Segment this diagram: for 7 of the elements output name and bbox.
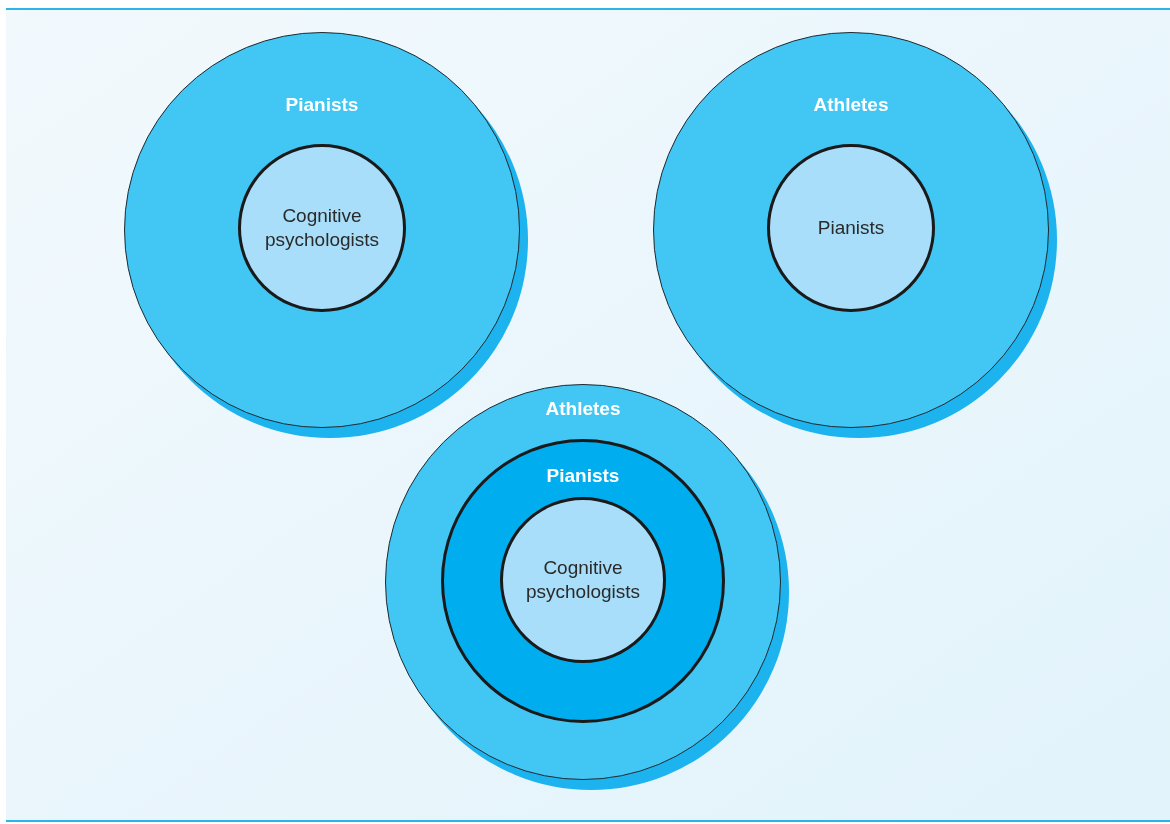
circle-label: Cognitive psychologists [524,556,642,604]
circle-label: Athletes [544,397,622,421]
circle-label: Pianists [545,464,621,488]
circle-label: Pianists [284,93,360,117]
circle-label: Pianists [816,216,886,240]
circle-label: Cognitive psychologists [263,204,381,252]
circle-label: Athletes [812,93,890,117]
